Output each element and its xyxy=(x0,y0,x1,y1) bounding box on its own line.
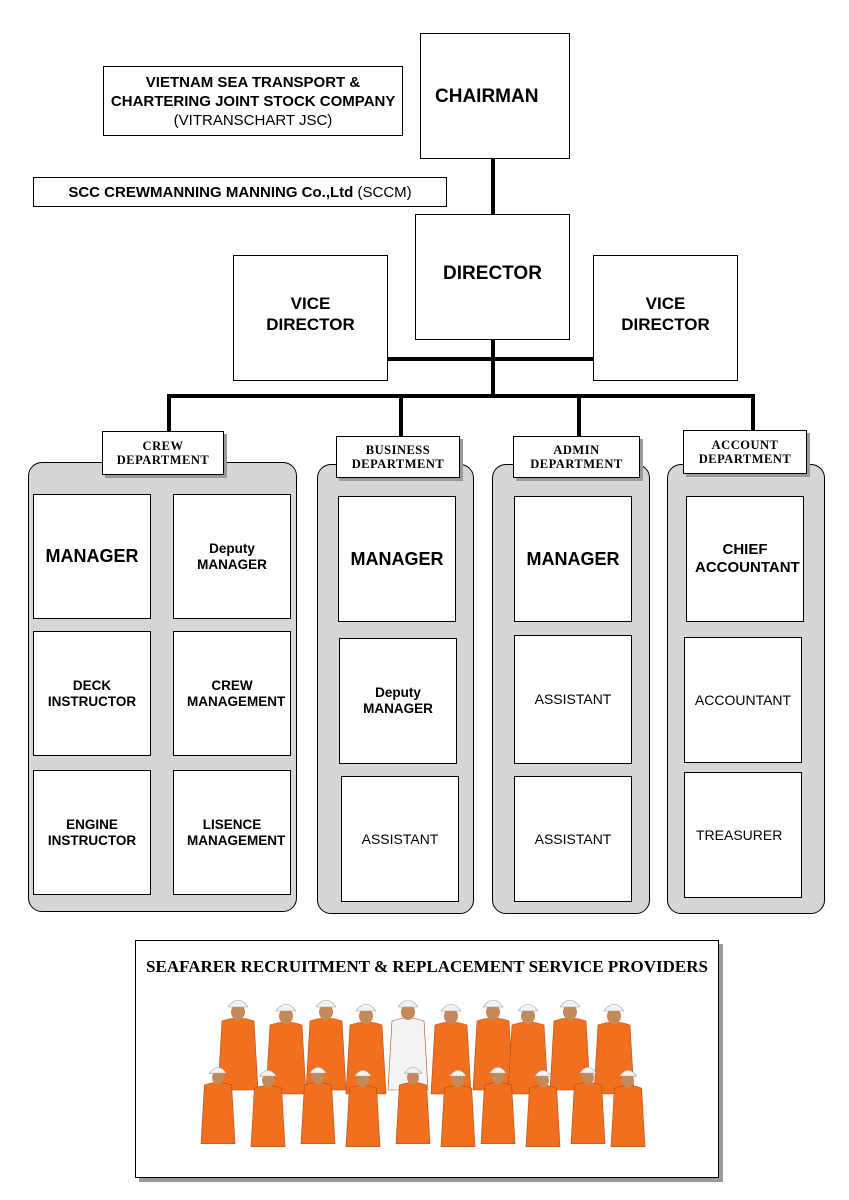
admin-manager: MANAGER xyxy=(514,496,632,622)
crew-member xyxy=(430,1003,472,1095)
crew-crew-management: CREW MANAGEMENT xyxy=(173,631,291,756)
crew-member xyxy=(345,1069,381,1148)
crew-deck-instructor: DECK INSTRUCTOR xyxy=(33,631,151,756)
business-assistant: ASSISTANT xyxy=(341,776,459,902)
crew-member xyxy=(300,1066,336,1145)
connector-admin xyxy=(577,394,581,436)
vice-director-left-box: VICE DIRECTOR xyxy=(233,255,388,381)
crew-manager: MANAGER xyxy=(33,494,151,619)
vice-director-right-box: VICE DIRECTOR xyxy=(593,255,738,381)
seafarer-banner: SEAFARER RECRUITMENT & REPLACEMENT SERVI… xyxy=(135,940,719,1178)
crew-photo xyxy=(200,999,646,1148)
connector-account xyxy=(751,394,755,430)
vice-director-left-label: VICE DIRECTOR xyxy=(266,294,355,334)
crew-member xyxy=(525,1069,561,1148)
crew-member xyxy=(305,999,347,1091)
crew-member xyxy=(480,1066,516,1145)
account-treasurer: TREASURER xyxy=(684,772,802,898)
crew-member xyxy=(570,1066,606,1145)
connector-crew xyxy=(167,394,171,432)
admin-assistant-1: ASSISTANT xyxy=(514,635,632,764)
company-name: VIETNAM SEA TRANSPORT & CHARTERING JOINT… xyxy=(110,73,396,129)
seafarer-banner-title: SEAFARER RECRUITMENT & REPLACEMENT SERVI… xyxy=(146,957,708,976)
chairman-label: CHAIRMAN xyxy=(435,85,539,107)
subsidiary-name: SCC CREWMANNING MANNING Co.,Ltd (SCCM) xyxy=(68,183,412,201)
vice-director-right-label: VICE DIRECTOR xyxy=(621,294,710,334)
connector-director-down xyxy=(491,340,495,397)
crew-member xyxy=(395,1066,431,1145)
crew-department-label: CREW DEPARTMENT xyxy=(102,431,224,475)
connector-chairman-director xyxy=(491,158,495,215)
account-chief-accountant: CHIEF ACCOUNTANT xyxy=(686,496,804,622)
admin-department-label: ADMIN DEPARTMENT xyxy=(513,436,640,478)
crew-deputy-manager: Deputy MANAGER xyxy=(173,494,291,619)
director-box: DIRECTOR xyxy=(415,214,570,340)
crew-member xyxy=(200,1066,236,1145)
connector-vice-directors xyxy=(388,357,593,361)
business-deputy-manager: Deputy MANAGER xyxy=(339,638,457,764)
director-label: DIRECTOR xyxy=(443,263,542,284)
business-department-label: BUSINESS DEPARTMENT xyxy=(336,436,460,478)
crew-engine-instructor: ENGINE INSTRUCTOR xyxy=(33,770,151,895)
business-manager: MANAGER xyxy=(338,496,456,622)
crew-member xyxy=(217,999,259,1091)
connector-business xyxy=(399,394,403,436)
crew-lisence-management: LISENCE MANAGEMENT xyxy=(173,770,291,895)
account-accountant: ACCOUNTANT xyxy=(684,637,802,763)
company-name-box: VIETNAM SEA TRANSPORT & CHARTERING JOINT… xyxy=(103,66,403,136)
crew-member xyxy=(610,1069,646,1148)
account-department-label: ACCOUNT DEPARTMENT xyxy=(683,430,807,474)
subsidiary-name-box: SCC CREWMANNING MANNING Co.,Ltd (SCCM) xyxy=(33,177,447,207)
crew-member xyxy=(250,1069,286,1148)
connector-departments-bar xyxy=(167,394,755,398)
crew-member xyxy=(440,1069,476,1148)
admin-assistant-2: ASSISTANT xyxy=(514,776,632,902)
chairman-box: CHAIRMAN xyxy=(420,33,570,159)
